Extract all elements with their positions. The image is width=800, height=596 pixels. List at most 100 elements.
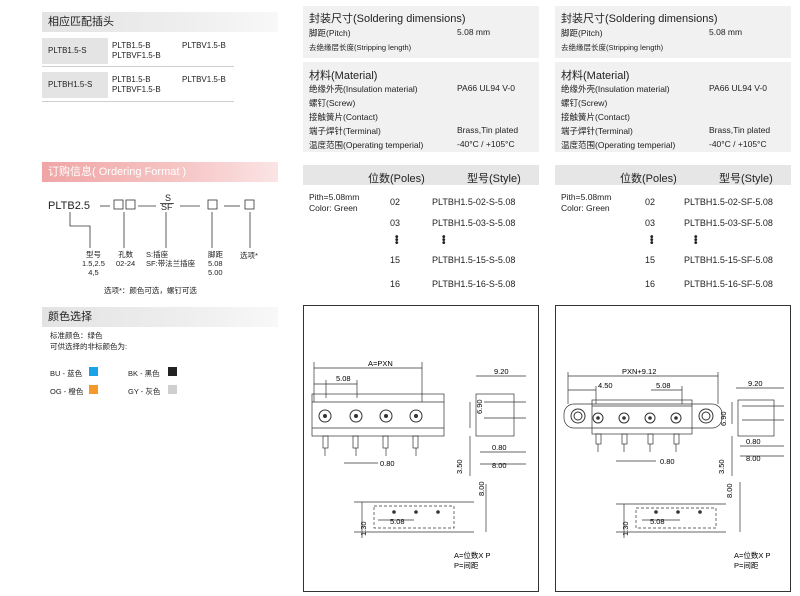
dim-side-h: 6.90 xyxy=(475,399,484,414)
table-header xyxy=(303,165,539,185)
dim-a: A=PXN xyxy=(368,359,393,368)
technical-drawing: A=PXN 5.08 9.20 6.90 0.80 3.50 0.80 8.00… xyxy=(303,305,539,592)
legend-line-2: P=间距 xyxy=(734,561,759,570)
label-style: S:插座 SF:带法兰插座 xyxy=(146,250,196,268)
style-header: 型号(Style) xyxy=(467,173,521,185)
pitch-label: 脚距(Pitch) xyxy=(309,28,351,38)
material-value: Brass,Tin plated xyxy=(457,125,519,135)
material-title: 材料(Material) xyxy=(561,70,630,82)
dim-fp-h: 8.00 xyxy=(477,481,486,496)
match-row-col2: PLTBV1.5-B xyxy=(182,75,226,84)
material-value: Brass,Tin plated xyxy=(709,125,771,135)
match-row-col2: PLTBV1.5-B xyxy=(182,41,226,50)
divider xyxy=(42,101,234,102)
table-row-style: PLTBH1.5-15-S-5.08 xyxy=(432,255,516,265)
legend-line-2: P=间距 xyxy=(454,561,479,570)
alt-colors-label: 可供选择的非标颜色为: xyxy=(50,342,128,351)
dim-fp-h: 8.00 xyxy=(725,483,734,498)
match-row-col1: PLTB1.5-B PLTBVF1.5-B xyxy=(112,41,161,60)
color-text: Color: Green xyxy=(561,203,610,213)
table-row-poles: 15 xyxy=(645,255,656,265)
pitch-value: 5.08 mm xyxy=(457,27,491,37)
dim-side-w: 9.20 xyxy=(748,379,763,388)
color-option: GY - 灰色 xyxy=(128,387,161,396)
ellipsis-dots: ••• xyxy=(395,232,399,249)
table-row-style: PLTBH1.5-03-S-5.08 xyxy=(432,218,516,228)
solder-dims-block xyxy=(555,6,791,58)
material-block xyxy=(303,62,539,152)
order-s: S xyxy=(165,193,172,203)
pith-text: Pith=5.08mm xyxy=(561,192,612,202)
solder-dims-block xyxy=(303,6,539,58)
order-sf: SF xyxy=(161,202,173,212)
color-selection-header: 颜色选择 xyxy=(42,307,278,327)
ordering-format-header: 订购信息( Ordering Format ) xyxy=(42,162,278,182)
dim-pitch: 5.08 xyxy=(336,374,351,383)
dim-fp-side: 1.30 xyxy=(359,521,368,536)
dim-pin-w: 0.80 xyxy=(660,457,675,466)
pith-text: Pith=5.08mm xyxy=(309,192,360,202)
dim-fp-pitch: 5.08 xyxy=(650,517,665,526)
style-header: 型号(Style) xyxy=(719,173,773,185)
material-key: 接触簧片(Contact) xyxy=(309,112,378,122)
material-title: 材料(Material) xyxy=(309,70,378,82)
table-row-poles: 02 xyxy=(645,197,656,207)
connector-drawing-svg: PXN+9.12 4.50 5.08 9.20 6.90 0.80 3.50 0… xyxy=(563,367,784,570)
material-value: PA66 UL94 V-0 xyxy=(457,83,515,93)
dim-side-b2: 8.00 xyxy=(492,461,507,470)
table-row-style: PLTBH1.5-03-SF-5.08 xyxy=(684,218,773,228)
material-key: 绝缘外壳(Insulation material) xyxy=(561,84,670,94)
ellipsis-dots: ••• xyxy=(694,232,698,249)
order-prefix: PLTB2.5 xyxy=(48,200,90,212)
dim-side-b: 0.80 xyxy=(746,437,761,446)
table-row-style: PLTBH1.5-02-S-5.08 xyxy=(432,197,516,207)
material-key: 端子焊针(Terminal) xyxy=(309,126,381,136)
material-block xyxy=(555,62,791,152)
table-row-style: PLTBH1.5-16-S-5.08 xyxy=(432,279,516,289)
material-key: 温度范围(Operating temperial) xyxy=(309,140,424,150)
match-row-label: PLTBH1.5-S xyxy=(42,72,108,98)
table-row-style: PLTBH1.5-16-SF-5.08 xyxy=(684,279,773,289)
orange-swatch xyxy=(89,385,98,394)
poles-header: 位数(Poles) xyxy=(620,173,677,185)
material-value: PA66 UL94 V-0 xyxy=(709,83,767,93)
dim-bottom-h: 3.50 xyxy=(455,459,464,474)
dim-pitch: 5.08 xyxy=(656,381,671,390)
pitch-label: 脚距(Pitch) xyxy=(561,28,603,38)
legend-line-1: A=位数X P xyxy=(454,550,490,560)
dim-side-b2: 8.00 xyxy=(746,454,761,463)
poles-header: 位数(Poles) xyxy=(368,173,425,185)
table-row-poles: 15 xyxy=(390,255,401,265)
match-row-col1: PLTB1.5-B PLTBVF1.5-B xyxy=(112,75,161,94)
option-note: 选项*：颜色可选，螺钉可选 xyxy=(104,286,197,295)
order-format-diagram xyxy=(69,199,255,248)
color-option: BU - 蓝色 xyxy=(50,369,83,378)
table-row-poles: 03 xyxy=(390,218,401,228)
divider xyxy=(42,66,234,67)
table-row-poles: 16 xyxy=(645,279,656,289)
material-key: 温度范围(Operating temperial) xyxy=(561,140,676,150)
color-option: BK - 黑色 xyxy=(128,369,160,378)
solder-title: 封装尺寸(Soldering dimensions) xyxy=(561,13,718,25)
label-poles: 孔数 02-24 xyxy=(116,250,136,268)
label-option: 选项* xyxy=(240,251,258,260)
standard-color: 标准颜色：绿色 xyxy=(50,331,103,340)
strip-label: 去绝缘层长度(Stripping length) xyxy=(309,43,412,52)
technical-drawing: PXN+9.12 4.50 5.08 9.20 6.90 0.80 3.50 0… xyxy=(555,305,791,592)
dim-side-b: 0.80 xyxy=(492,443,507,452)
dim-side-h: 6.90 xyxy=(719,411,728,426)
table-row-poles: 03 xyxy=(645,218,656,228)
dim-side-w: 9.20 xyxy=(494,367,509,376)
dim-fp-pitch: 5.08 xyxy=(390,517,405,526)
legend-line-1: A=位数X P xyxy=(734,550,770,560)
material-key: 接触簧片(Contact) xyxy=(561,112,630,122)
pitch-value: 5.08 mm xyxy=(709,27,743,37)
match-row-label: PLTB1.5-S xyxy=(42,38,108,64)
material-key: 螺钉(Screw) xyxy=(309,98,356,108)
material-key: 端子焊针(Terminal) xyxy=(561,126,633,136)
table-row-poles: 02 xyxy=(390,197,401,207)
dim-fp-side: 1.30 xyxy=(621,521,630,536)
black-swatch xyxy=(168,367,177,376)
material-key: 螺钉(Screw) xyxy=(561,98,608,108)
table-row-poles: 16 xyxy=(390,279,401,289)
